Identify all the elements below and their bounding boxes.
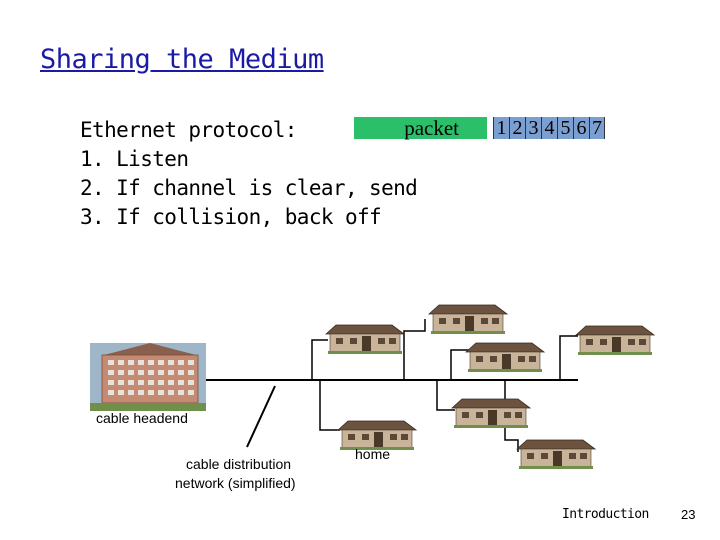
home-icon [575, 325, 655, 356]
page-number: 23 [681, 507, 696, 522]
packet-slot: 6 [573, 117, 589, 139]
protocol-step: 1. Listen [80, 147, 189, 171]
footer-section: Introduction [562, 507, 649, 522]
home-icon [428, 304, 508, 335]
home-label: home [355, 446, 391, 462]
protocol-step: 2. If channel is clear, send [80, 176, 418, 200]
packet-slots: 1 2 3 4 5 6 7 [493, 117, 605, 139]
home-icon [325, 324, 405, 355]
packet-slot: 5 [557, 117, 573, 139]
packet-slot: 4 [541, 117, 557, 139]
distribution-label: cable distribution [186, 456, 292, 472]
packet-label: packet [354, 117, 487, 139]
packet-slot: 3 [525, 117, 541, 139]
protocol-list: Ethernet protocol: 1. Listen 2. If chann… [80, 116, 418, 232]
protocol-heading: Ethernet protocol: [80, 118, 297, 142]
slide-title: Sharing the Medium [40, 44, 324, 75]
home-icon [516, 439, 596, 470]
protocol-step: 3. If collision, back off [80, 205, 382, 229]
packet-slot: 1 [493, 117, 509, 139]
headend-building-icon [90, 343, 206, 411]
packet-slot: 7 [589, 117, 605, 139]
home-icon [465, 342, 545, 373]
headend-label: cable headend [96, 410, 188, 426]
home-icon [451, 398, 531, 429]
distribution-pointer [246, 385, 276, 448]
packet-slot: 2 [509, 117, 525, 139]
distribution-label: network (simplified) [175, 475, 296, 491]
